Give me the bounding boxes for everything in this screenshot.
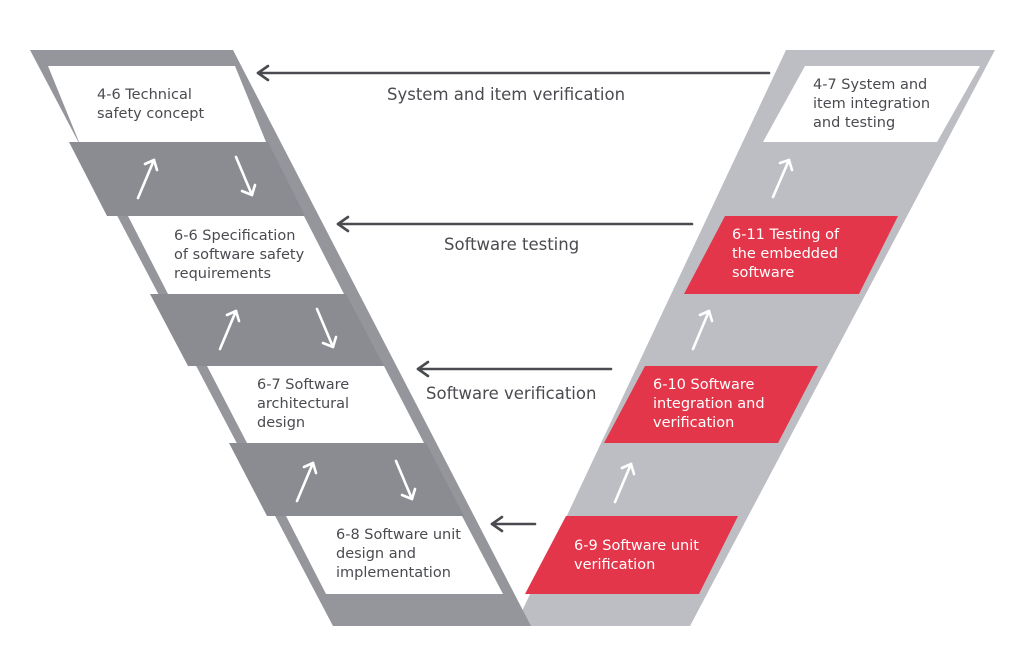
box-technical-safety-concept [48, 66, 266, 142]
text-line: design and [336, 546, 416, 562]
box-software-architectural-design [207, 366, 424, 443]
box-label-software-unit-verification: 6-9 Software unit verification [574, 537, 699, 575]
box-label-testing-embedded-software: 6-11 Testing of the embedded software [732, 226, 839, 283]
up-arrow-icon [613, 462, 636, 504]
left-band-strip [69, 142, 305, 216]
text-line: integration and [653, 396, 765, 412]
box-software-unit-design [286, 516, 503, 594]
label-software-verification: Software verification [426, 384, 597, 403]
up-arrow-icon [218, 309, 241, 351]
down-arrow-icon [234, 155, 257, 197]
up-arrow-icon [771, 158, 794, 199]
box-system-item-integration [763, 66, 980, 142]
right-band [515, 50, 995, 626]
text-line: verification [653, 415, 735, 431]
up-arrow-icon [136, 158, 159, 200]
left-arrow-software-testing [336, 215, 694, 233]
text-line: 6-8 Software unit [336, 527, 461, 543]
down-arrow-icon [394, 459, 417, 501]
text-line: and testing [813, 115, 896, 131]
left-arrow-system-verification [256, 64, 771, 82]
box-software-safety-requirements [128, 216, 344, 294]
box-software-unit-verification [525, 516, 738, 594]
text-line: item integration [813, 96, 931, 112]
text-line: of software safety [174, 247, 305, 263]
box-label-software-integration-verification: 6-10 Software integration and verificati… [653, 376, 765, 433]
box-label-system-item-integration: 4-7 System and item integration and test… [813, 76, 930, 133]
text-line: design [257, 415, 306, 431]
left-band-strip [150, 294, 384, 366]
box-label-technical-safety-concept: 4-6 Technical safety concept [97, 86, 204, 124]
text-line: 4-6 Technical [97, 87, 192, 103]
text-line: 6-11 Testing of [732, 227, 840, 243]
left-band-strip [229, 443, 464, 516]
text-line: 6-10 Software [653, 377, 755, 393]
box-label-software-architectural-design: 6-7 Software architectural design [257, 376, 349, 433]
box-software-integration-verification [604, 366, 818, 443]
down-arrow-icon [315, 307, 338, 349]
text-line: 6-7 Software [257, 377, 350, 393]
text-line: 6-9 Software unit [574, 538, 699, 554]
text-line: implementation [336, 565, 451, 581]
text-line: 6-6 Specification [174, 228, 296, 244]
text-line: verification [574, 557, 656, 573]
label-system-item-verification: System and item verification [387, 85, 626, 104]
box-label-software-unit-design: 6-8 Software unit design and implementat… [336, 526, 461, 583]
text-line: 4-7 System and [813, 77, 928, 93]
label-software-testing: Software testing [444, 235, 580, 254]
text-line: software [732, 265, 795, 281]
text-line: safety concept [97, 106, 205, 122]
box-label-software-safety-requirements: 6-6 Specification of software safety req… [174, 227, 304, 284]
text-line: requirements [174, 266, 272, 282]
left-arrow-software-verification [416, 360, 613, 378]
box-testing-embedded-software [684, 216, 898, 294]
text-line: the embedded [732, 246, 839, 262]
up-arrow-icon [691, 309, 714, 351]
text-line: architectural [257, 396, 350, 412]
up-arrow-icon [295, 461, 318, 503]
left-arrow-unit-verification [490, 515, 537, 533]
